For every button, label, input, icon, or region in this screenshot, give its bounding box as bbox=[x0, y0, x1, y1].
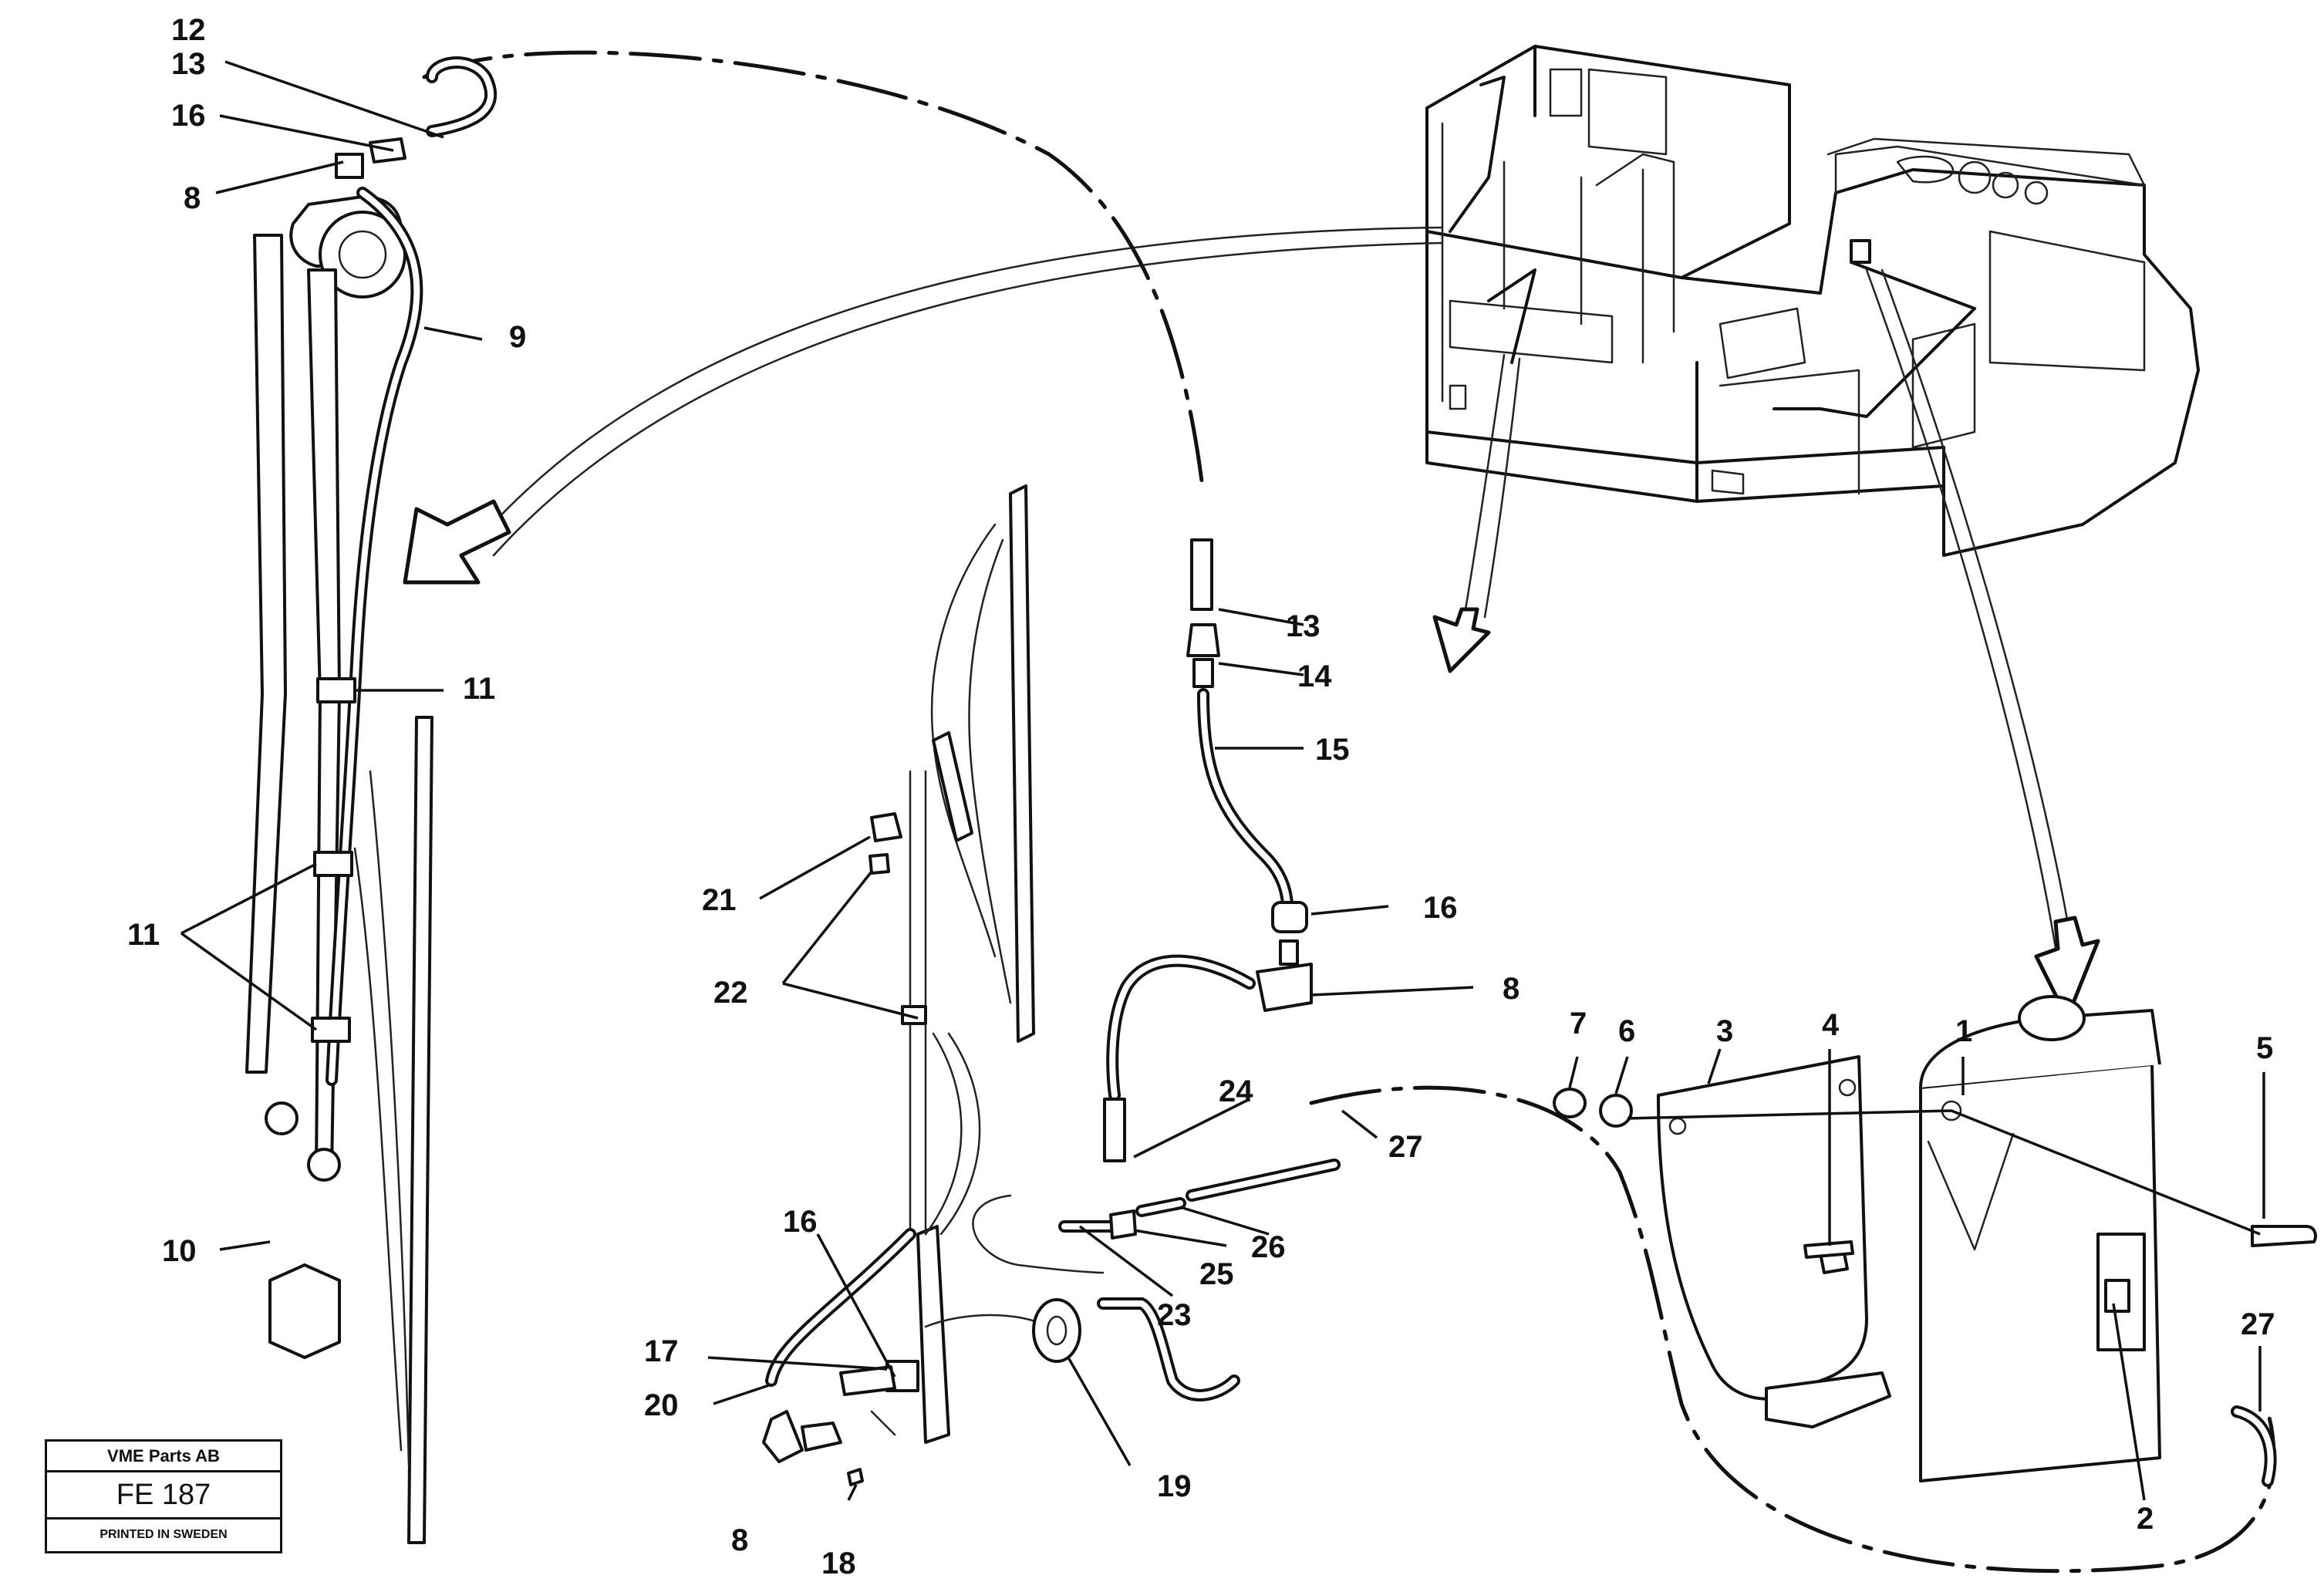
callout-9: 9 bbox=[509, 320, 526, 354]
callout-15: 15 bbox=[1315, 733, 1350, 767]
callout-22: 22 bbox=[713, 976, 748, 1010]
callout-4: 4 bbox=[1822, 1008, 1840, 1042]
callout-8: 8 bbox=[1503, 972, 1520, 1006]
callout-25: 25 bbox=[1199, 1257, 1234, 1291]
callout-27: 27 bbox=[1388, 1130, 1423, 1164]
callout-8: 8 bbox=[731, 1523, 748, 1557]
callout-7: 7 bbox=[1570, 1007, 1587, 1041]
callout-24: 24 bbox=[1219, 1074, 1253, 1108]
callout-13: 13 bbox=[171, 47, 206, 81]
callout-26: 26 bbox=[1251, 1230, 1286, 1264]
callout-20: 20 bbox=[644, 1388, 679, 1422]
callout-8: 8 bbox=[184, 181, 201, 215]
callout-3: 3 bbox=[1716, 1014, 1733, 1048]
detail-arrows bbox=[403, 226, 2100, 1020]
center-wiper-assembly bbox=[762, 484, 1341, 1486]
callout-labels: 12 13 16 8 9 11 11 10 13 14 15 16 8 21 2… bbox=[127, 13, 2275, 1580]
left-wiper-assembly bbox=[245, 56, 497, 1544]
callout-5: 5 bbox=[2256, 1031, 2273, 1065]
callout-16: 16 bbox=[171, 99, 206, 133]
leader-lines bbox=[180, 60, 2265, 1501]
machine-overview bbox=[1425, 45, 2200, 557]
connection-lines bbox=[422, 50, 2276, 1573]
callout-12: 12 bbox=[171, 13, 206, 47]
callout-11: 11 bbox=[127, 918, 160, 952]
callout-13: 13 bbox=[1286, 609, 1321, 643]
reservoir-assembly bbox=[1553, 995, 2317, 1487]
callout-21: 21 bbox=[702, 883, 737, 917]
callout-27: 27 bbox=[2241, 1307, 2275, 1341]
title-block-footer: PRINTED IN SWEDEN bbox=[100, 1528, 228, 1541]
callout-10: 10 bbox=[162, 1234, 197, 1268]
callout-14: 14 bbox=[1297, 659, 1332, 693]
title-block-company: VME Parts AB bbox=[47, 1442, 280, 1472]
callout-16: 16 bbox=[1423, 891, 1458, 925]
callout-11: 11 bbox=[463, 672, 495, 706]
callout-1: 1 bbox=[1955, 1014, 1972, 1048]
callout-19: 19 bbox=[1157, 1469, 1192, 1503]
callout-6: 6 bbox=[1618, 1014, 1635, 1048]
callout-16: 16 bbox=[783, 1205, 818, 1239]
title-block: VME Parts AB FE 187 PRINTED IN SWEDEN bbox=[45, 1439, 282, 1553]
center-hose-run bbox=[1103, 538, 1313, 1162]
callout-23: 23 bbox=[1157, 1298, 1192, 1332]
callout-17: 17 bbox=[644, 1334, 679, 1368]
callout-2: 2 bbox=[2137, 1502, 2154, 1536]
callout-18: 18 bbox=[821, 1546, 856, 1580]
title-block-code: FE 187 bbox=[47, 1472, 280, 1519]
